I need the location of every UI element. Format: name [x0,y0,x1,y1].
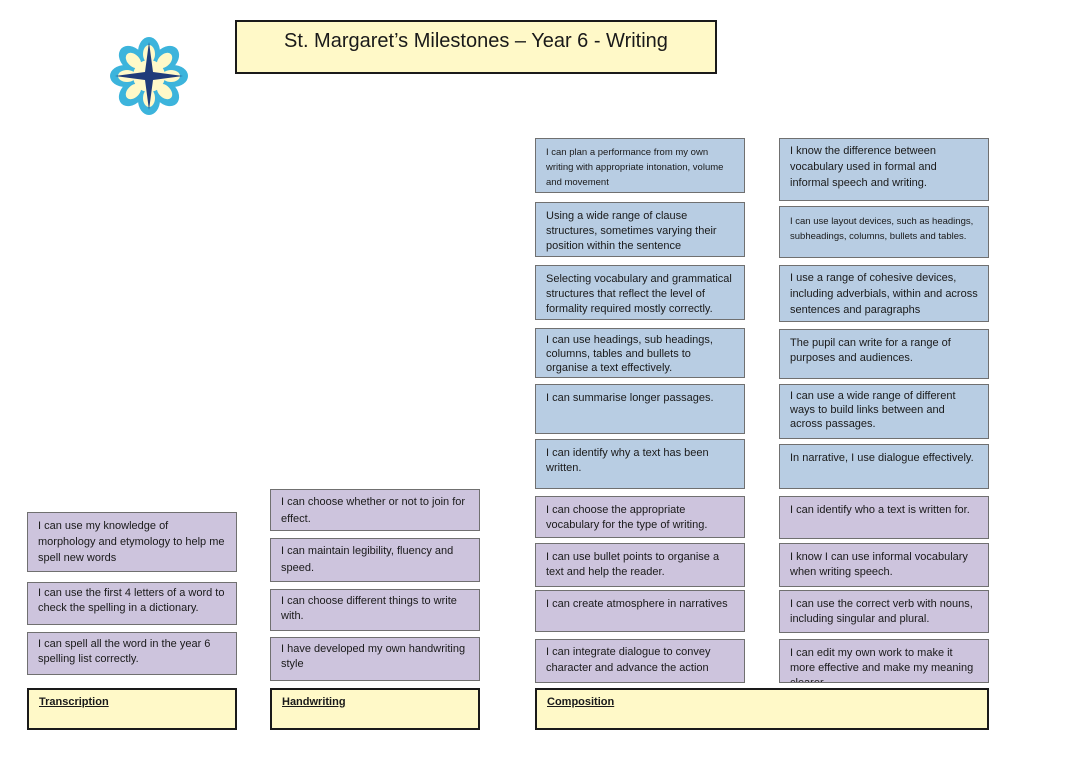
handwriting-label: Handwriting [270,688,480,730]
handwriting-milestone: I can choose different things to write w… [270,589,480,631]
composition-milestone: I know I can use informal vocabulary whe… [779,543,989,587]
composition-milestone: I can use the correct verb with nouns, i… [779,590,989,633]
composition-milestone: I can summarise longer passages. [535,384,745,434]
composition-milestone: I know the difference between vocabulary… [779,138,989,201]
transcription-label: Transcription [27,688,237,730]
composition-milestone: I can edit my own work to make it more e… [779,639,989,683]
page-title: St. Margaret’s Milestones – Year 6 - Wri… [235,20,717,74]
transcription-milestone: I can spell all the word in the year 6 s… [27,632,237,675]
composition-milestone: Using a wide range of clause structures,… [535,202,745,257]
composition-milestone: I can plan a performance from my own wri… [535,138,745,193]
composition-milestone: I can identify who a text is written for… [779,496,989,539]
composition-milestone: I can use layout devices, such as headin… [779,206,989,258]
composition-milestone: I can identify why a text has been writt… [535,439,745,489]
handwriting-milestone: I can choose whether or not to join for … [270,489,480,531]
composition-milestone: I can create atmosphere in narratives [535,590,745,632]
composition-label: Composition [535,688,989,730]
handwriting-milestone: I can maintain legibility, fluency and s… [270,538,480,582]
composition-milestone: I can use a wide range of different ways… [779,384,989,439]
flower-cross-logo-icon [110,37,188,115]
handwriting-milestone: I have developed my own handwriting styl… [270,637,480,681]
composition-milestone: Selecting vocabulary and grammatical str… [535,265,745,320]
school-logo [104,32,194,120]
composition-milestone: I can use headings, sub headings, column… [535,328,745,378]
composition-milestone: I can use bullet points to organise a te… [535,543,745,587]
composition-milestone: In narrative, I use dialogue effectively… [779,444,989,489]
transcription-milestone: I can use my knowledge of morphology and… [27,512,237,572]
composition-milestone: I use a range of cohesive devices, inclu… [779,265,989,322]
transcription-milestone: I can use the first 4 letters of a word … [27,582,237,625]
composition-milestone: I can integrate dialogue to convey chara… [535,639,745,683]
composition-milestone: I can choose the appropriate vocabulary … [535,496,745,538]
composition-milestone: The pupil can write for a range of purpo… [779,329,989,379]
